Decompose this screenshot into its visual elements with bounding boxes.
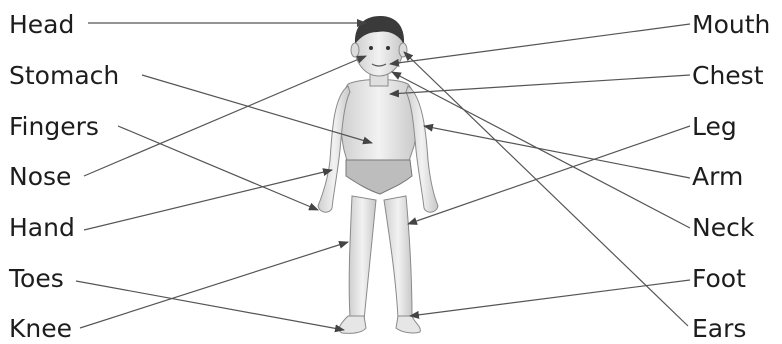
line-knee <box>80 242 348 328</box>
line-toes <box>76 281 344 330</box>
eye <box>386 46 390 50</box>
left-foot <box>396 316 420 333</box>
line-leg <box>408 126 690 224</box>
label-ears: Ears <box>692 314 746 344</box>
label-hand: Hand <box>9 213 75 243</box>
briefs <box>346 160 412 194</box>
label-leg: Leg <box>692 112 737 142</box>
label-toes: Toes <box>9 264 64 294</box>
ear <box>399 43 407 57</box>
label-stomach: Stomach <box>9 61 119 91</box>
line-arm <box>424 126 690 178</box>
label-head: Head <box>9 10 74 40</box>
line-nose <box>84 56 366 176</box>
label-fingers: Fingers <box>9 112 99 142</box>
label-arm: Arm <box>692 162 743 192</box>
ear <box>351 43 359 57</box>
left-leg <box>384 196 412 318</box>
line-mouth <box>390 24 690 64</box>
label-foot: Foot <box>692 264 746 294</box>
line-chest <box>390 75 690 94</box>
right-leg <box>349 196 376 320</box>
line-foot <box>410 280 690 316</box>
line-ears <box>404 52 688 326</box>
label-knee: Knee <box>9 314 72 344</box>
label-chest: Chest <box>692 61 764 91</box>
label-nose: Nose <box>9 162 71 192</box>
right-foot <box>339 316 366 333</box>
label-neck: Neck <box>692 213 754 243</box>
boy-figure <box>318 16 438 333</box>
eye <box>369 46 373 50</box>
label-mouth: Mouth <box>692 10 770 40</box>
